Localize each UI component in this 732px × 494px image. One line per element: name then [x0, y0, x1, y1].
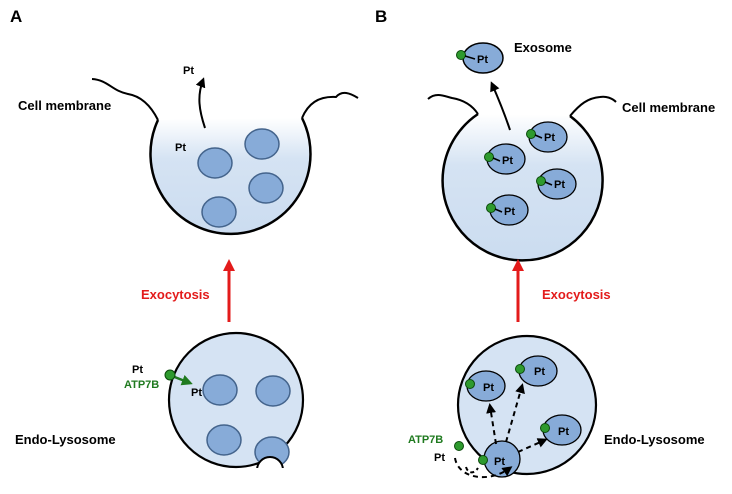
- panel-b-loaded-vesicle: Pt: [486, 194, 529, 226]
- panel-b-compartment-label: Endo-Lysosome: [604, 432, 705, 447]
- panel-a-membrane-left: [91, 78, 159, 121]
- panel-b-exosome-link: [464, 55, 476, 60]
- panel-b-endo-lysosome: [456, 334, 598, 476]
- panel-b-sorting-arrow: [517, 438, 548, 453]
- panel-b-exosome-atp7b-icon: [456, 50, 466, 60]
- panel-a-released-pt: Pt: [183, 65, 194, 77]
- panel-b-label: B: [375, 7, 387, 26]
- panel-b-sorting-arrow: [486, 403, 497, 445]
- panel-b-vesicle-pt: Pt: [554, 179, 565, 191]
- panel-a-atp7b-label: ATP7B: [124, 379, 159, 391]
- panel-b-uptake-arrow-inner: [465, 466, 479, 474]
- panel-a-lumen-vesicle: [255, 375, 291, 407]
- panel-b-loaded-vesicle: Pt: [484, 143, 526, 175]
- panel-a-exocytosis-label: Exocytosis: [141, 287, 210, 302]
- panel-a-membrane-right: [301, 91, 359, 119]
- panel-b-atp7b-icon: [540, 423, 550, 433]
- panel-b-exocytosis-label: Exocytosis: [542, 287, 611, 302]
- panel-b-exocytic-vesicle: [441, 112, 604, 262]
- panel-b-lumen-pt: Pt: [494, 456, 505, 468]
- panel-b-lumen-pt: Pt: [483, 382, 494, 394]
- panel-b-loaded-vesicle: Pt: [526, 121, 568, 153]
- panel-a-vesicle-pt: Pt: [175, 142, 186, 154]
- panel-b-membrane-left: [427, 94, 479, 115]
- panel-a-lumen-vesicle: [202, 374, 238, 406]
- panel-a-label: A: [10, 7, 22, 26]
- panel-b-cell-membrane-label: Cell membrane: [622, 100, 715, 115]
- panel-b-exosome-label: Exosome: [514, 40, 572, 55]
- panel-a-compartment-label: Endo-Lysosome: [15, 432, 116, 447]
- panel-b-atp7b-icon: [515, 364, 525, 374]
- panel-b-lumen-pt: Pt: [534, 366, 545, 378]
- panel-b-atp7b-icon: [465, 379, 475, 389]
- panel-a-lumen-pt: Pt: [191, 387, 202, 399]
- panel-b-atp7b-label: ATP7B: [408, 434, 443, 446]
- panel-a-pt-in: Pt: [132, 364, 143, 376]
- panel-b-membrane-atp7b-icon: [454, 441, 464, 451]
- panel-b-vesicle-pt: Pt: [502, 155, 513, 167]
- panel-a-atp7b-icon: [164, 369, 176, 381]
- panel-a-inner-vesicle: [244, 128, 280, 160]
- panel-a-lumen-vesicle: [206, 424, 242, 456]
- panel-a-cell-membrane-label: Cell membrane: [18, 98, 111, 113]
- panel-b-pt-in: Pt: [434, 452, 445, 464]
- panel-b-sorting-arrow: [505, 383, 525, 443]
- panel-b-uptake-arrow: [454, 457, 513, 478]
- panel-b-vesicle-pt: Pt: [504, 206, 515, 218]
- panel-b-loaded-vesicle: Pt: [536, 168, 577, 200]
- panel-b-vesicle-pt: Pt: [544, 132, 555, 144]
- panel-b-release-arrow: [490, 81, 511, 131]
- panel-a-invagination-mask: [254, 468, 294, 488]
- panel-b-lumen-pt: Pt: [558, 426, 569, 438]
- panel-b-membrane-right: [569, 95, 617, 117]
- panel-a-endo-lysosome: [167, 331, 305, 469]
- panel-b-atp7b-icon: [478, 455, 488, 465]
- panel-a-inner-vesicle: [248, 172, 284, 204]
- panel-a-inner-vesicle: [197, 147, 233, 179]
- panel-a-inner-vesicle: [201, 196, 237, 228]
- panel-a-release-arrow: [195, 77, 206, 129]
- panel-b-exosome-pt: Pt: [477, 54, 488, 66]
